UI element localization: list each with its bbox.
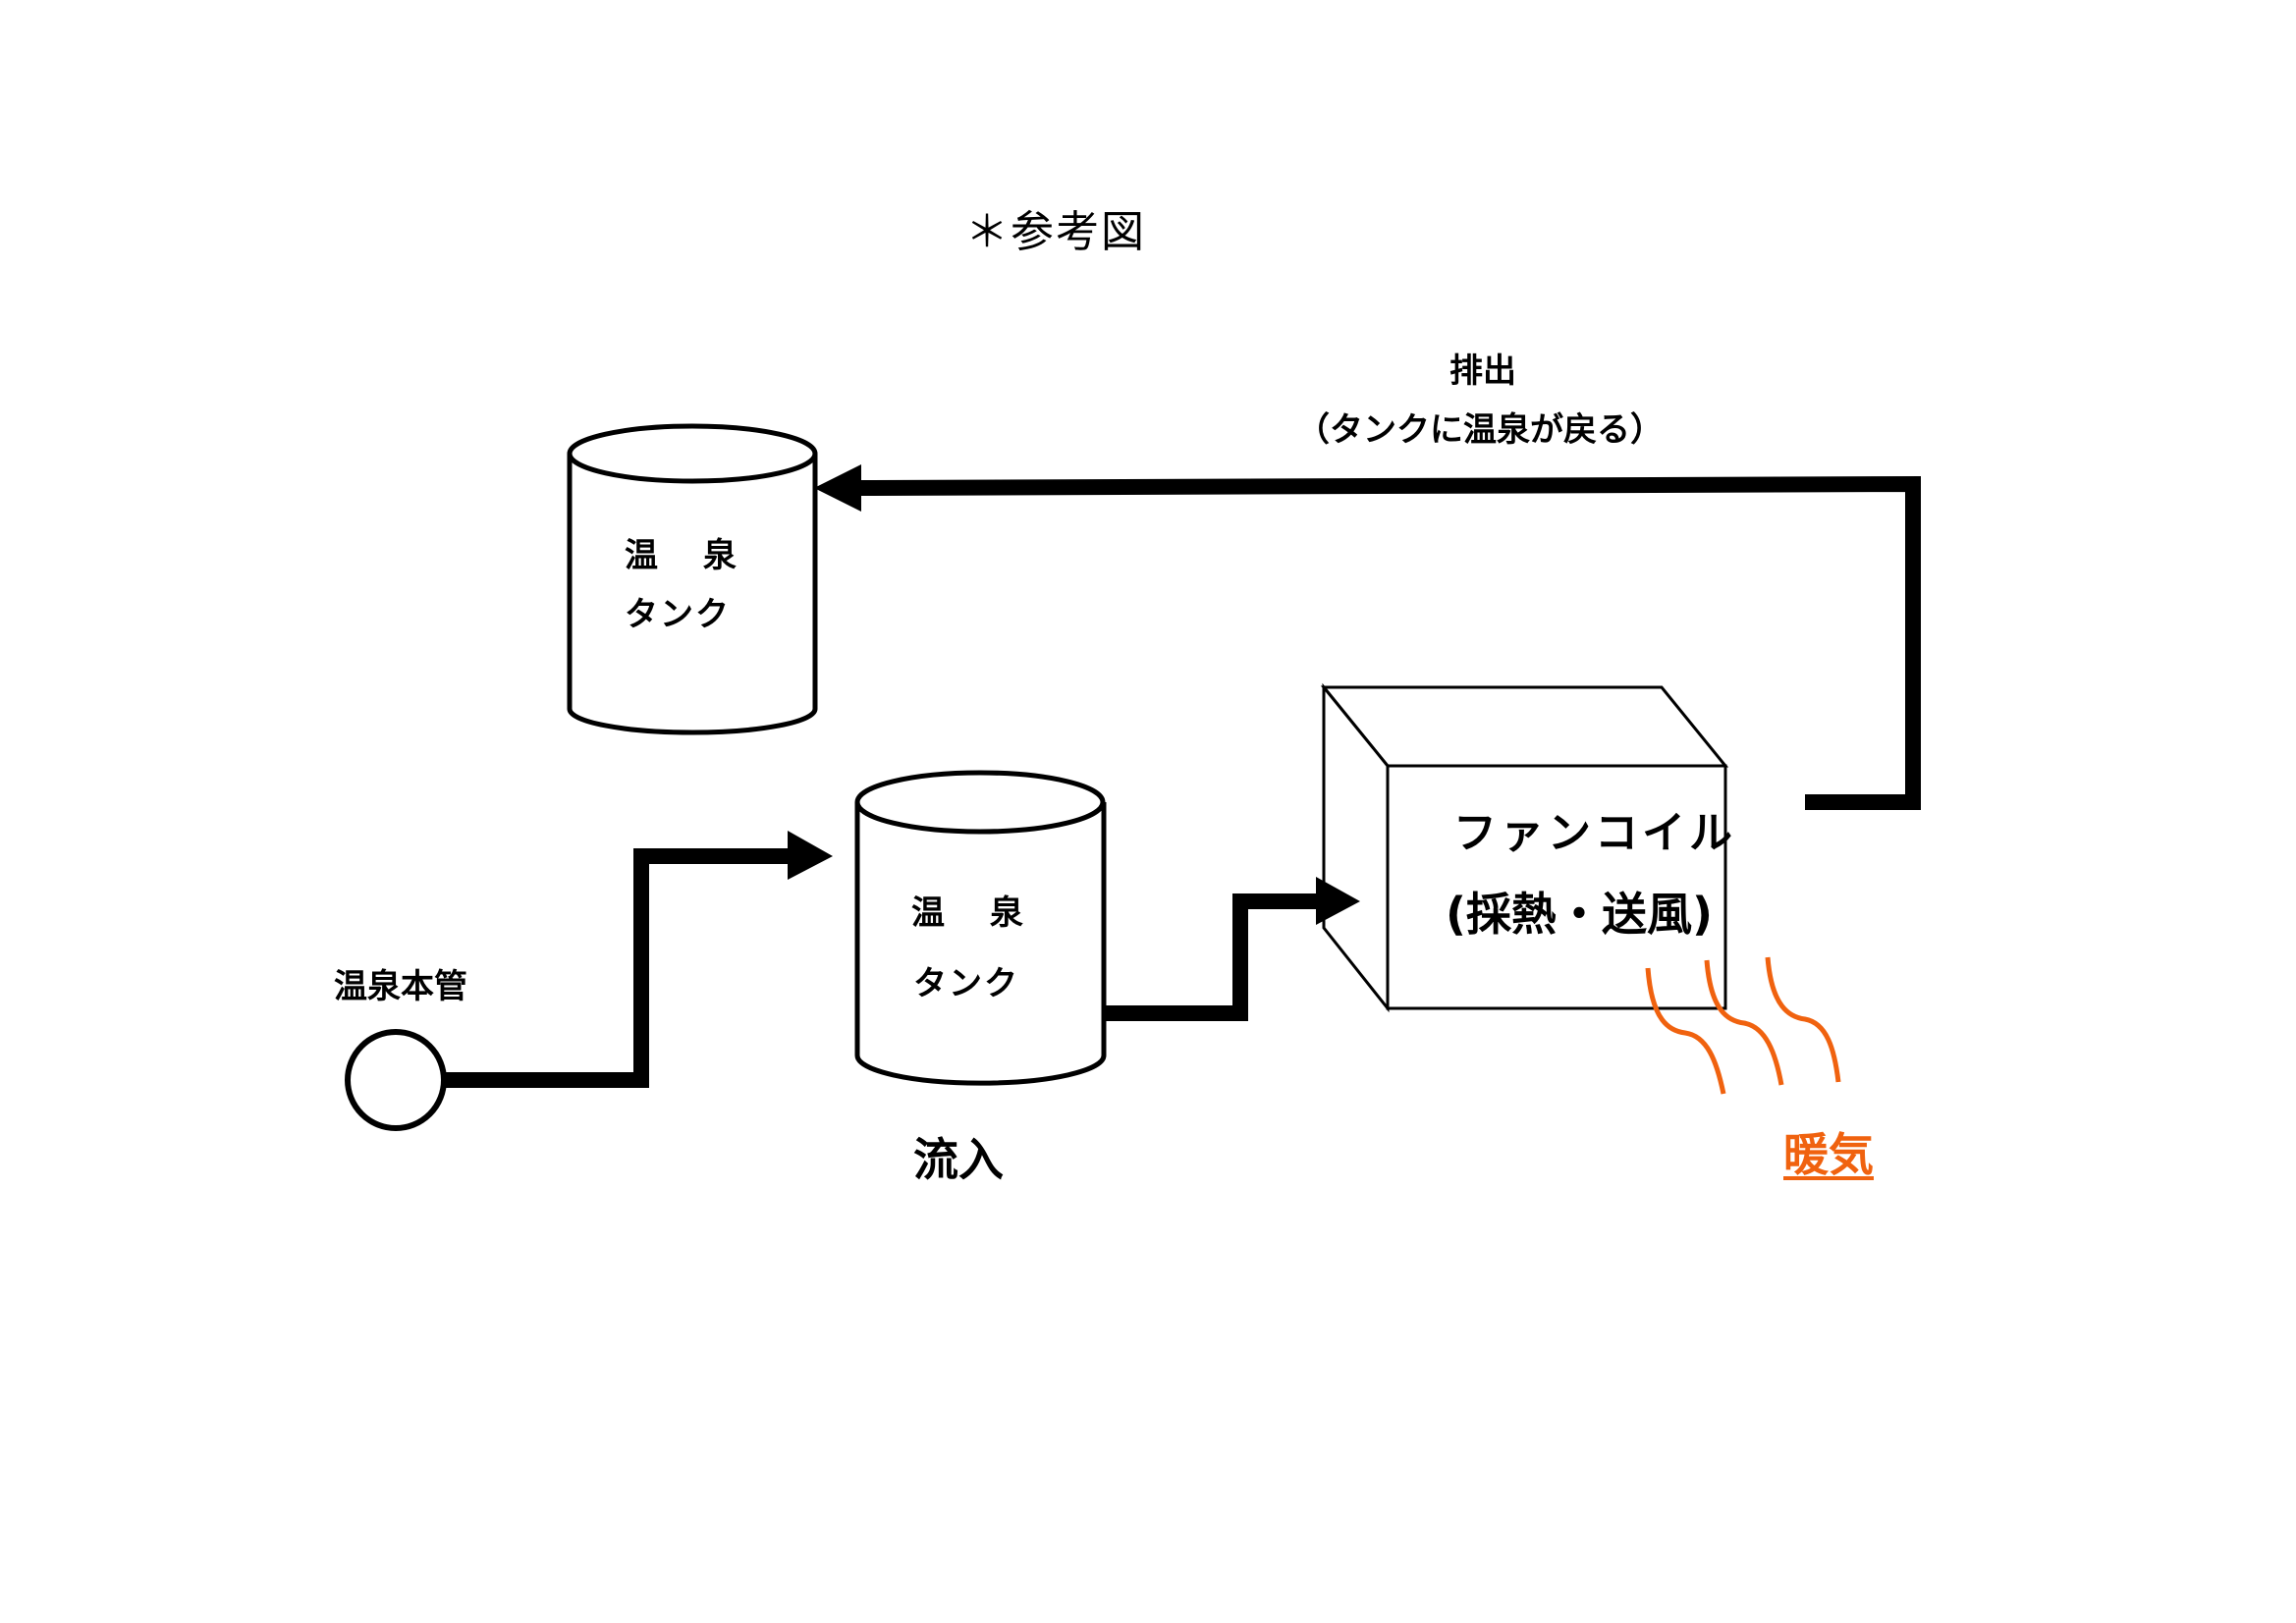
arrow-head-inflow [788,831,833,880]
main-pipe-label: 温泉本管 [334,967,467,1006]
inflow-tank-label-line1: 温 泉 [911,893,1025,933]
fan-coil-box [1320,682,1729,1013]
pipe-tank-to-fancoil [1106,893,1321,1021]
diagram-title: ＊参考図 [965,207,1146,257]
arrow-head-return [814,464,861,512]
arrow-head-fancoil [1316,877,1360,925]
exhaust-sublabel: （タンクに温泉が戻る） [1296,410,1664,450]
main-pipe-circle [345,1029,447,1131]
inflow-tank [854,770,1107,1086]
fan-coil-sublabel: (採熱・送風) [1446,888,1714,941]
inflow-tank-label-line2: タンク [913,964,1019,1003]
warm-air-wave-3 [1765,956,1841,1083]
pipe-main-to-tank [444,848,795,1088]
return-tank-label-line2: タンク [625,595,731,634]
warm-air-label: 暖気 [1783,1128,1874,1181]
inflow-label: 流入 [913,1133,1004,1186]
fan-coil-label: ファンコイル [1453,808,1736,858]
warm-air-waves [1645,956,1841,1095]
return-tank-label-line1: 温 泉 [625,536,738,575]
pipe-return [858,475,1921,810]
warm-air-wave-1 [1645,967,1726,1095]
warm-air-wave-2 [1704,959,1784,1086]
return-tank [567,423,818,735]
exhaust-label: 排出 [1449,352,1516,391]
